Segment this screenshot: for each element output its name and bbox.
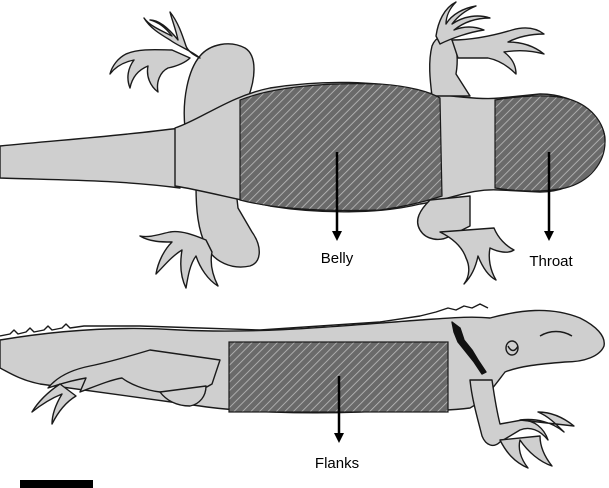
front-leg-lateral <box>470 380 548 445</box>
belly-label: Belly <box>321 250 354 267</box>
belly-region <box>240 84 442 211</box>
throat-label: Throat <box>529 253 573 270</box>
tail-ventral <box>0 128 180 188</box>
scale-bar <box>20 480 93 488</box>
flanks-label: Flanks <box>315 455 359 472</box>
